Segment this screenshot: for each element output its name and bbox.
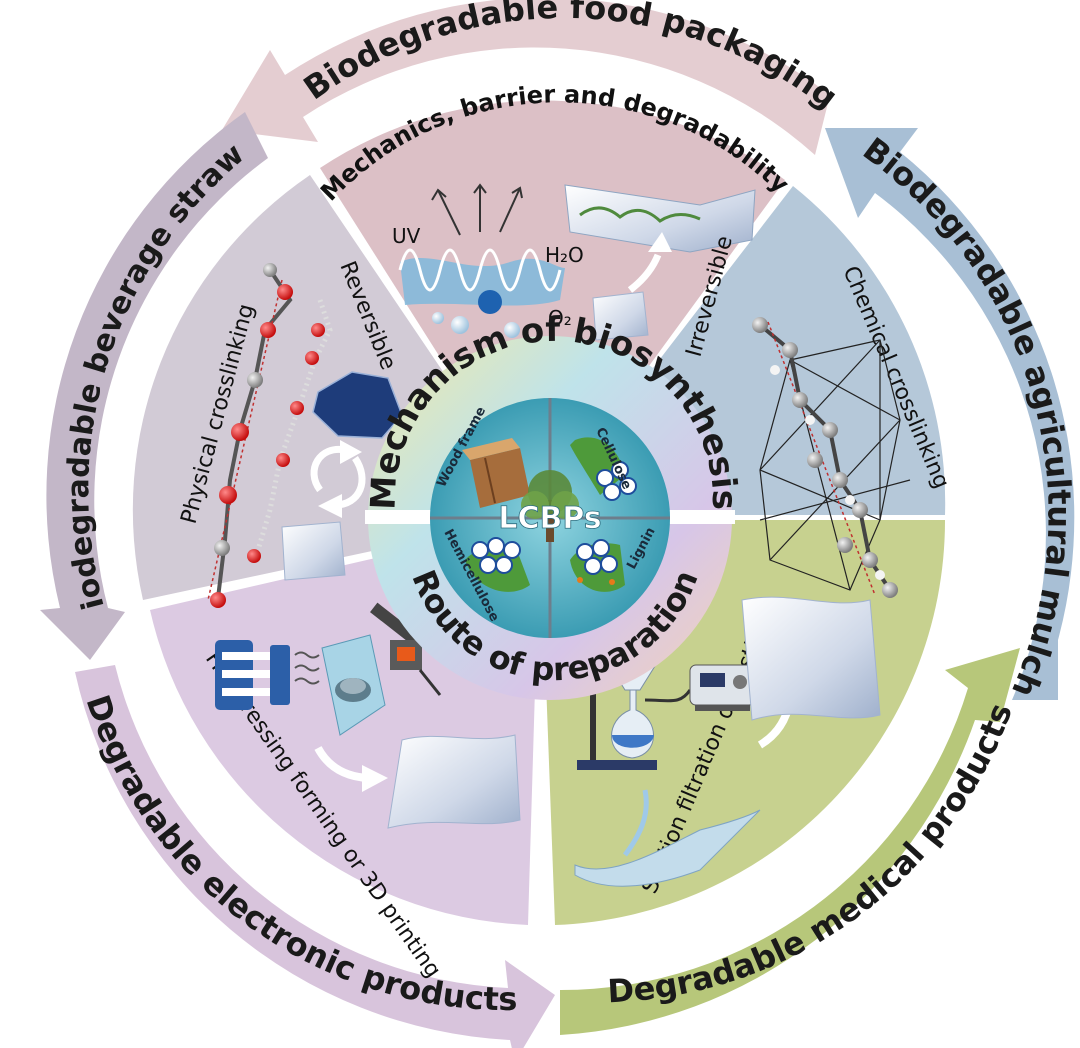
film-sheet-icon: [281, 521, 346, 581]
arrow-food-packaging: [222, 0, 830, 155]
arrow-head-icon: [340, 440, 362, 464]
cellulose-icon: [570, 437, 637, 501]
arrow-head-icon: [318, 494, 342, 518]
polymer-chain-icon: [207, 263, 333, 608]
arrow-medical-products: [560, 648, 1020, 1035]
wood-block-icon: [462, 438, 530, 508]
mould-icon: [321, 634, 386, 736]
crystal-fragment-icon: [312, 371, 403, 439]
arrows-up-icon: [431, 183, 523, 236]
bubble-icon: [504, 322, 520, 338]
pour-stream-icon: [622, 789, 649, 857]
water-drop-icon: [478, 290, 502, 314]
film-sheet-icon: [741, 596, 881, 721]
uv-wave-icon: [398, 248, 562, 292]
label-o2: O₂: [548, 306, 572, 330]
film-sheet-icon: [592, 291, 649, 341]
lignin-icon: [570, 539, 625, 592]
chemical-chain-icon: [752, 317, 898, 598]
network-mesh-icon: [759, 339, 911, 591]
arrow-beverage-straws: [40, 112, 268, 660]
bubble-icon: [432, 312, 444, 324]
arrow-agricultural-mulch: [825, 128, 1075, 700]
hot-press-icon: [215, 640, 320, 710]
hemicellulose-icon: [465, 537, 530, 592]
vacuum-pump-icon: [644, 664, 756, 711]
cast-film-icon: [574, 809, 761, 887]
3d-printer-nozzle-icon: [370, 602, 442, 696]
label-h2o: H₂O: [545, 243, 584, 267]
curved-arrow-icon: [627, 253, 662, 293]
arrow-head-icon: [362, 765, 388, 792]
tree-icon: [521, 470, 579, 542]
cycle-arrow-icon: [310, 445, 346, 493]
plant-sprout-icon: [579, 206, 701, 223]
label-uv: UV: [392, 224, 421, 248]
label-lcbps: LCBPs: [498, 501, 601, 536]
arrow-head-icon: [648, 232, 672, 252]
bubble-icon: [451, 316, 469, 334]
arrow-electronic-products: [75, 665, 555, 1048]
film-sheet-icon: [387, 734, 521, 829]
cracked-film-icon: [564, 184, 756, 253]
